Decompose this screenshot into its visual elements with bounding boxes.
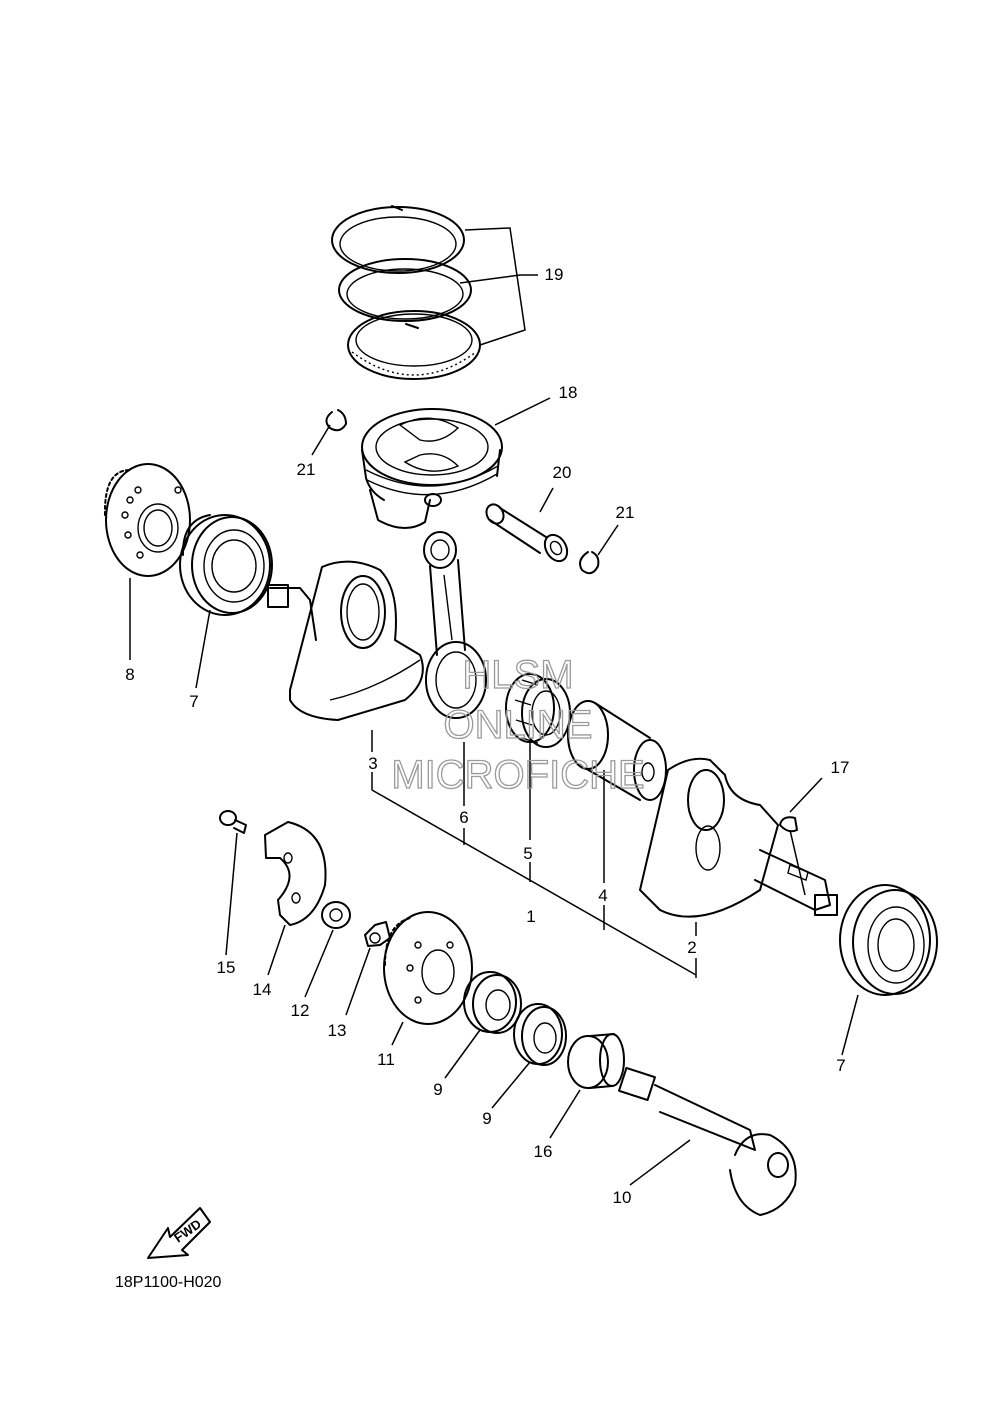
balancer-shaft: [618, 1066, 797, 1216]
callout-7-left: 7: [189, 692, 198, 711]
connecting-rod: [423, 531, 487, 719]
circlip-left: [325, 409, 347, 432]
balancer-bearing-2: [513, 1003, 567, 1066]
piston-rings: [331, 205, 481, 380]
callout-8: 8: [125, 665, 134, 684]
balancer-weight: [264, 821, 327, 926]
bearing-left: [179, 514, 273, 616]
diagram-code: 18P1100-H020: [115, 1274, 222, 1291]
callout-9-a: 9: [433, 1080, 442, 1099]
callout-13: 13: [328, 1021, 347, 1040]
watermark-line-1: HLSM: [462, 653, 573, 697]
callout-15: 15: [217, 958, 236, 977]
callout-labels: 1 2 3 4 5 6 7 7 8 9 9 10 11 12 13 14 15 …: [125, 265, 849, 1207]
callout-17: 17: [831, 758, 850, 777]
bearing-right: [839, 884, 938, 996]
primary-drive-gear: [103, 463, 191, 577]
callout-6: 6: [459, 808, 468, 827]
callout-19: 19: [545, 265, 564, 284]
callout-16: 16: [534, 1142, 553, 1161]
nut: [321, 901, 351, 929]
lock-washer: [364, 921, 391, 947]
balancer-bearing-1: [463, 971, 522, 1034]
callout-2: 2: [687, 938, 696, 957]
callout-14: 14: [253, 980, 272, 999]
fwd-arrow-icon: FWD: [147, 1207, 211, 1259]
crank-pin: [567, 700, 667, 801]
bolt: [219, 810, 247, 834]
callout-4: 4: [598, 886, 607, 905]
woodruff-key: [779, 816, 798, 833]
callout-1: 1: [526, 907, 535, 926]
callout-10: 10: [613, 1188, 632, 1207]
callout-18: 18: [559, 383, 578, 402]
callout-5: 5: [523, 844, 532, 863]
crank-wheel-left: [267, 560, 424, 721]
crank-wheel-right: [639, 757, 838, 918]
callout-leaders: [129, 227, 859, 1186]
piston-pin: [485, 503, 569, 563]
callout-20: 20: [553, 463, 572, 482]
balancer-drive-gear: [383, 911, 473, 1025]
piston: [361, 408, 503, 529]
needle-bearing-small: [567, 1033, 625, 1089]
circlip-right: [579, 551, 600, 575]
callout-7-right: 7: [836, 1056, 845, 1075]
callout-3: 3: [368, 754, 377, 773]
callout-21-left: 21: [297, 460, 316, 479]
callout-12: 12: [291, 1001, 310, 1020]
fwd-label: FWD: [171, 1216, 204, 1245]
assembly-bracket: [371, 730, 697, 978]
watermark-line-2: ONLINE: [444, 703, 593, 747]
callout-21-right: 21: [616, 503, 635, 522]
watermark-line-3: MICROFICHE: [391, 753, 644, 797]
watermark: HLSM ONLINE MICROFICHE: [391, 652, 646, 797]
callout-9-b: 9: [482, 1109, 491, 1128]
callout-11: 11: [377, 1050, 395, 1069]
